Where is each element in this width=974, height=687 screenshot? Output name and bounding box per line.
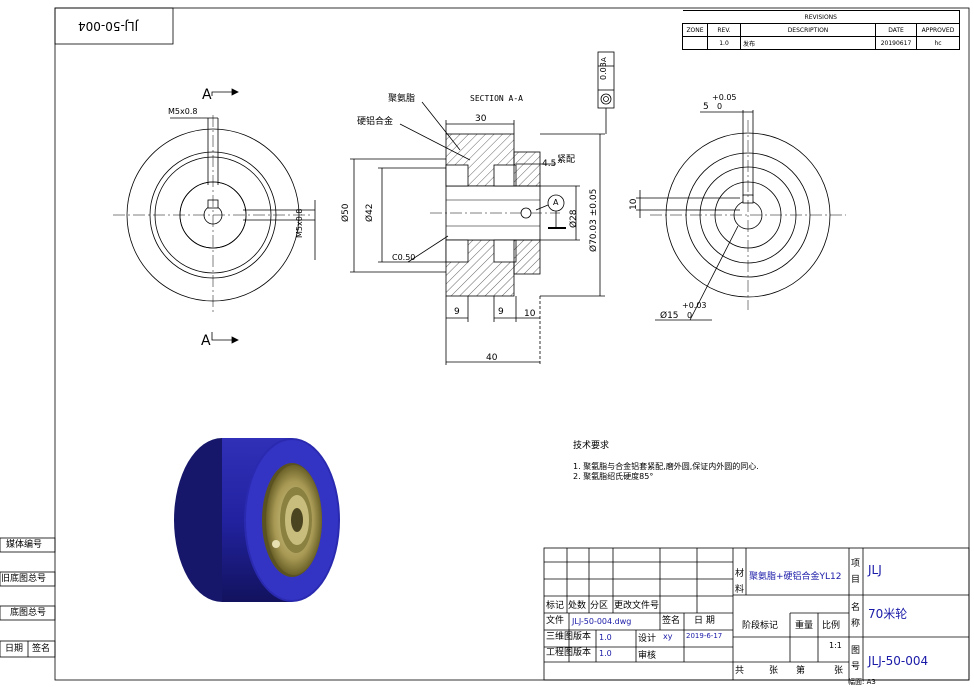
tb-file-label: 文件 (546, 616, 565, 626)
rev-number: 1.0 (707, 36, 741, 50)
tb-material-label: 材料 (735, 569, 745, 595)
tb-header-zone: 分区 (590, 601, 609, 611)
tb-file-value: JLJ-50-004.dwg (572, 617, 632, 626)
dim-diameter-70: Ø70.03 ±0.05 (589, 188, 599, 252)
tb-design-label: 设计 (638, 634, 657, 644)
side-label-media: 媒体编号 (6, 540, 43, 550)
datum-a: A (553, 198, 559, 207)
tb-eng-ver-label: 工程图版本 (546, 648, 592, 658)
label-polyurethane: 聚氨脂 (388, 94, 416, 104)
section-view (350, 101, 605, 365)
tb-project: JLJ (868, 563, 882, 577)
tb-header-change: 更改文件号 (614, 601, 660, 611)
tb-model-ver: 1.0 (599, 633, 612, 642)
tb-header-count: 处数 (568, 601, 587, 611)
dim-40: 40 (486, 353, 498, 363)
tech-req-item: 2. 聚氨脂绍氏硬度85° (573, 472, 654, 481)
right-view (636, 110, 846, 321)
rev-date: 20190617 (875, 36, 917, 50)
tb-model-ver-label: 三维图版本 (546, 632, 592, 642)
bore-tol-upper: +0.03 (682, 301, 707, 310)
tb-eng-ver: 1.0 (599, 649, 612, 658)
title-stamp: JLJ-50-004 (78, 19, 139, 33)
tb-sheet-total: 共 (735, 666, 745, 676)
label-press-fit: 紧配 (557, 155, 576, 165)
key-tol-upper: +0.05 (712, 93, 737, 102)
sheet-border (54, 7, 970, 681)
col-zone: ZONE (682, 23, 708, 37)
tb-scale-label: 比例 (822, 621, 841, 631)
tb-weight-label: 重量 (795, 621, 814, 631)
tb-sheet-unit2: 张 (834, 666, 844, 676)
dim-9-left: 9 (454, 307, 460, 317)
tb-design-date: 2019-6-17 (686, 632, 723, 640)
revisions-header: REVISIONS (682, 10, 960, 24)
rev-approved: hc (916, 36, 960, 50)
tb-project-label: 项目 (851, 559, 861, 585)
bore-tol-lower: 0 (687, 311, 693, 320)
rev-description: 发布 (740, 36, 876, 50)
tb-date-label: 日 期 (694, 616, 715, 626)
tb-stage-label: 阶段标记 (742, 621, 779, 631)
left-view (113, 88, 316, 344)
rev-zone (682, 36, 708, 50)
side-label-date: 日期 (5, 644, 24, 654)
tech-req-heading: 技术要求 (573, 441, 610, 451)
dim-10: 10 (524, 309, 536, 319)
key-tol-lower: 0 (717, 102, 723, 111)
dim-diameter-50: Ø50 (341, 203, 351, 222)
section-title: SECTION A-A (470, 94, 523, 103)
thread-callout-side: M5x0.8 (295, 208, 304, 238)
tb-name: 70米轮 (868, 607, 908, 621)
side-label-old-base: 旧底图总号 (1, 574, 47, 584)
col-description: DESCRIPTION (740, 23, 876, 37)
stamp-box (54, 7, 174, 45)
dim-4-5: 4.5 (542, 159, 557, 169)
dim-diameter-42: Ø42 (365, 203, 375, 222)
dim-9-right: 9 (498, 307, 504, 317)
wheel-3d-render (174, 438, 340, 602)
col-rev: REV. (707, 23, 741, 37)
tb-sheet-number: 第 (796, 666, 806, 676)
tech-req-item: 1. 聚氨脂与合金铝套紧配,磨外圆,保证内外圆的同心. (573, 462, 759, 471)
dim-30: 30 (475, 114, 487, 124)
tb-drawing-no-label: 图号 (851, 646, 861, 672)
tb-sheet-unit1: 张 (769, 666, 779, 676)
tb-review-label: 审核 (638, 651, 657, 661)
dim-key-depth: 10 (629, 198, 639, 210)
tb-scale: 1:1 (829, 641, 842, 650)
dim-diameter-28: Ø28 (569, 209, 579, 228)
tb-sign-label: 签名 (662, 616, 681, 626)
section-mark-top: A (202, 87, 212, 103)
label-aluminum: 硬铝合金 (357, 117, 394, 127)
tolerance-frame (597, 51, 615, 134)
side-label-base: 底图总号 (10, 608, 47, 618)
side-label-sign: 签名 (32, 644, 51, 654)
dim-bore: Ø15 (660, 311, 679, 321)
side-label-boxes (0, 537, 56, 658)
tolerance-datum: A (600, 57, 608, 62)
dim-chamfer: C0.50 (392, 253, 416, 262)
revisions-table: REVISIONS ZONE REV. DESCRIPTION DATE APP… (682, 10, 960, 50)
col-approved: APPROVED (916, 23, 960, 37)
tb-header-mark: 标记 (546, 601, 565, 611)
tolerance-value: 0.03 (599, 62, 608, 80)
thread-callout-top: M5x0.8 (168, 107, 198, 116)
tb-designer: xy (663, 632, 673, 641)
title-block-grid (543, 547, 970, 681)
key-width: 5 (703, 102, 709, 112)
tb-format: 幅面: A3 (848, 678, 876, 686)
col-date: DATE (875, 23, 917, 37)
tb-drawing-no: JLJ-50-004 (868, 654, 929, 668)
tb-name-label: 名称 (851, 603, 861, 629)
section-mark-bottom: A (201, 333, 211, 349)
tb-material: 聚氨脂+硬铝合金YL12 (749, 572, 842, 582)
